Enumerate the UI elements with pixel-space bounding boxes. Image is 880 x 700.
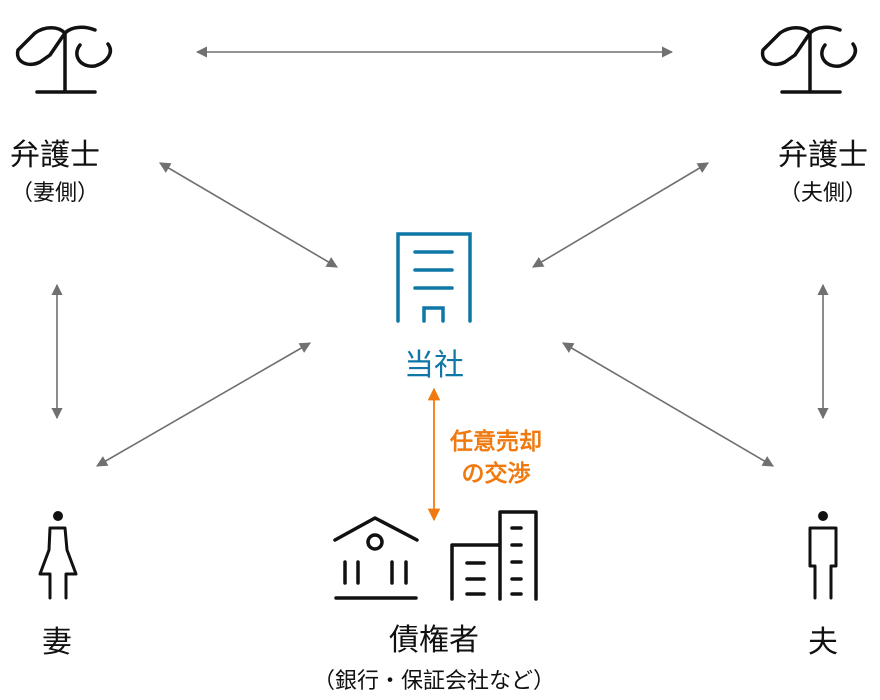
negotiation-line1: 任意売却	[449, 428, 542, 455]
arrow-lawyer-wife-company	[159, 162, 338, 268]
creditor-title: 債権者	[389, 623, 479, 658]
scales-icon	[15, 25, 113, 94]
negotiation-line2: の交渉	[462, 460, 531, 487]
company-title: 当社	[404, 348, 464, 383]
arrow-lawyer-husband-company	[532, 162, 709, 268]
buildings-icon	[450, 510, 538, 601]
office-building-icon	[396, 232, 472, 323]
arrow-husband-company	[562, 342, 774, 467]
lawyer-wife-title: 弁護士	[10, 138, 100, 173]
creditor-sub: （銀行・保証会社など）	[313, 669, 555, 694]
wife-title: 妻	[42, 625, 72, 660]
husband-title: 夫	[808, 625, 838, 660]
bank-icon	[333, 516, 419, 600]
man-icon	[808, 511, 838, 600]
lawyer-wife-sub: （妻側）	[11, 181, 99, 206]
lawyer-husband-title: 弁護士	[778, 138, 868, 173]
lawyer-husband-sub: （夫側）	[779, 181, 867, 206]
woman-icon	[38, 511, 78, 600]
arrow-wife-company	[96, 342, 311, 467]
scales-icon	[760, 25, 858, 94]
